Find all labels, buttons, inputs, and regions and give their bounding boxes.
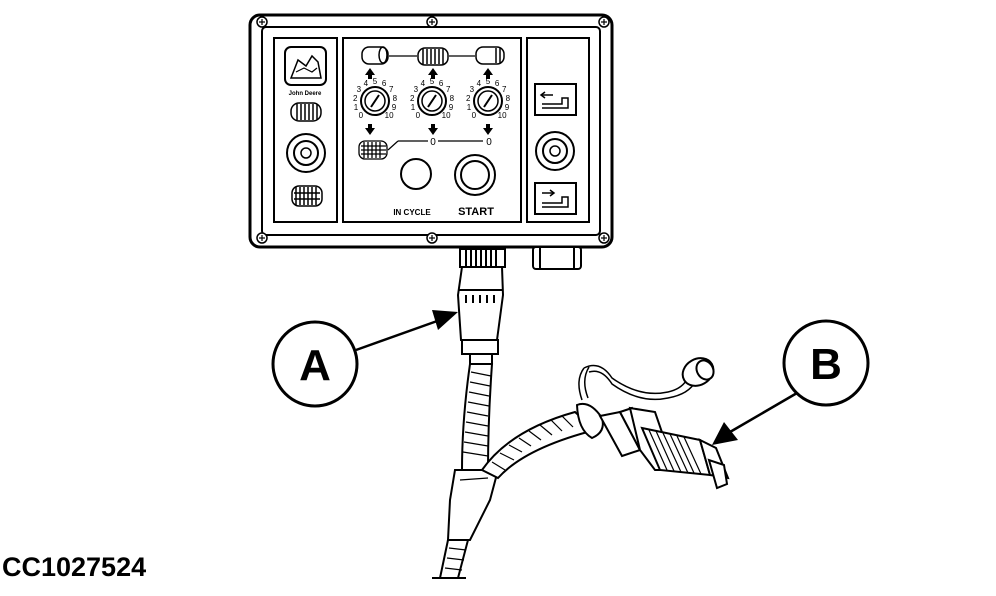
dial-scale-label: 0 bbox=[416, 111, 421, 120]
dial-scale-label: 7 bbox=[502, 85, 507, 94]
dial-scale-label: 10 bbox=[385, 111, 394, 120]
lower-ribs bbox=[444, 547, 467, 571]
dial-scale-label: 8 bbox=[450, 94, 455, 103]
dial-scale-label: 6 bbox=[495, 79, 500, 88]
dial-scale-label: 8 bbox=[393, 94, 398, 103]
start-button[interactable] bbox=[454, 154, 496, 196]
dial-scale-label: 0 bbox=[359, 111, 364, 120]
connector-b bbox=[598, 406, 730, 490]
full-roll-icon bbox=[417, 47, 449, 66]
dial-scale-label: 3 bbox=[357, 85, 362, 94]
branch-hose bbox=[480, 410, 598, 480]
dial-scale-label: 1 bbox=[411, 103, 416, 112]
center-panel bbox=[342, 37, 522, 223]
harness-connector-a bbox=[456, 248, 506, 365]
dial-scale-label: 0 bbox=[472, 111, 477, 120]
callout-b-label: B bbox=[810, 340, 842, 389]
down-arrow-icon bbox=[365, 124, 493, 135]
empty-roll-icon bbox=[361, 46, 389, 65]
start-label: START bbox=[458, 206, 494, 218]
dial-scale-label: 9 bbox=[392, 103, 397, 112]
roller-icon bbox=[290, 102, 322, 122]
dial-scale-label: 6 bbox=[382, 79, 387, 88]
dial-scale-label: 2 bbox=[353, 94, 358, 103]
dial-scale-label: 6 bbox=[439, 79, 444, 88]
dial-scale-label: 9 bbox=[505, 103, 510, 112]
in-cycle-indicator bbox=[400, 158, 432, 190]
left-panel bbox=[273, 37, 338, 223]
dial-scale-label: 1 bbox=[354, 103, 359, 112]
figure-id: CC1027524 bbox=[2, 552, 147, 582]
dial-scale-label: 8 bbox=[506, 94, 511, 103]
dial-scale-label: 7 bbox=[446, 85, 451, 94]
dial-scale-label: 5 bbox=[486, 77, 491, 86]
dial-scale-label: 1 bbox=[467, 103, 472, 112]
extend-button[interactable] bbox=[534, 182, 577, 215]
up-arrow-icon bbox=[365, 68, 493, 79]
retract-button[interactable] bbox=[534, 83, 577, 116]
dial-scale-label: 4 bbox=[421, 79, 426, 88]
dial-scale-label: 4 bbox=[364, 79, 369, 88]
connector-b-ribs bbox=[648, 429, 702, 475]
dial-scale-label: 2 bbox=[466, 94, 471, 103]
dial-scale-label: 4 bbox=[477, 79, 482, 88]
dial-scale-label: 2 bbox=[410, 94, 415, 103]
bale-icon bbox=[291, 185, 323, 207]
right-round-button[interactable] bbox=[535, 131, 575, 171]
zero-label-2: 0 bbox=[486, 137, 492, 148]
callout-b: B bbox=[712, 319, 870, 445]
dial-scale-label: 10 bbox=[498, 111, 507, 120]
mesh-roll-icon bbox=[358, 140, 388, 160]
john-deere-logo bbox=[284, 46, 327, 86]
side-port bbox=[532, 246, 582, 270]
callout-a-label: A bbox=[299, 341, 331, 390]
zero-connector bbox=[387, 140, 483, 151]
right-panel bbox=[526, 37, 590, 223]
callout-a: A bbox=[271, 310, 458, 408]
zero-label-1: 0 bbox=[430, 137, 436, 148]
hose-ribs bbox=[462, 371, 492, 457]
partial-roll-icon bbox=[475, 46, 505, 65]
left-round-button[interactable] bbox=[286, 133, 326, 173]
cable-clamp bbox=[575, 364, 697, 440]
dial-scale-label: 7 bbox=[389, 85, 394, 94]
dial-scale-label: 3 bbox=[414, 85, 419, 94]
in-cycle-label: IN CYCLE bbox=[393, 208, 431, 217]
y-splitter bbox=[446, 469, 500, 541]
dial-scale-label: 3 bbox=[470, 85, 475, 94]
dial-scale-label: 9 bbox=[449, 103, 454, 112]
brand-label: John Deere bbox=[289, 91, 322, 97]
dust-cap bbox=[681, 357, 715, 387]
dial-scale-label: 5 bbox=[373, 77, 378, 86]
dial-scale-label: 5 bbox=[430, 77, 435, 86]
lower-cable bbox=[432, 539, 470, 579]
branch-ribs bbox=[491, 415, 574, 471]
dial-scale-label: 10 bbox=[442, 111, 451, 120]
